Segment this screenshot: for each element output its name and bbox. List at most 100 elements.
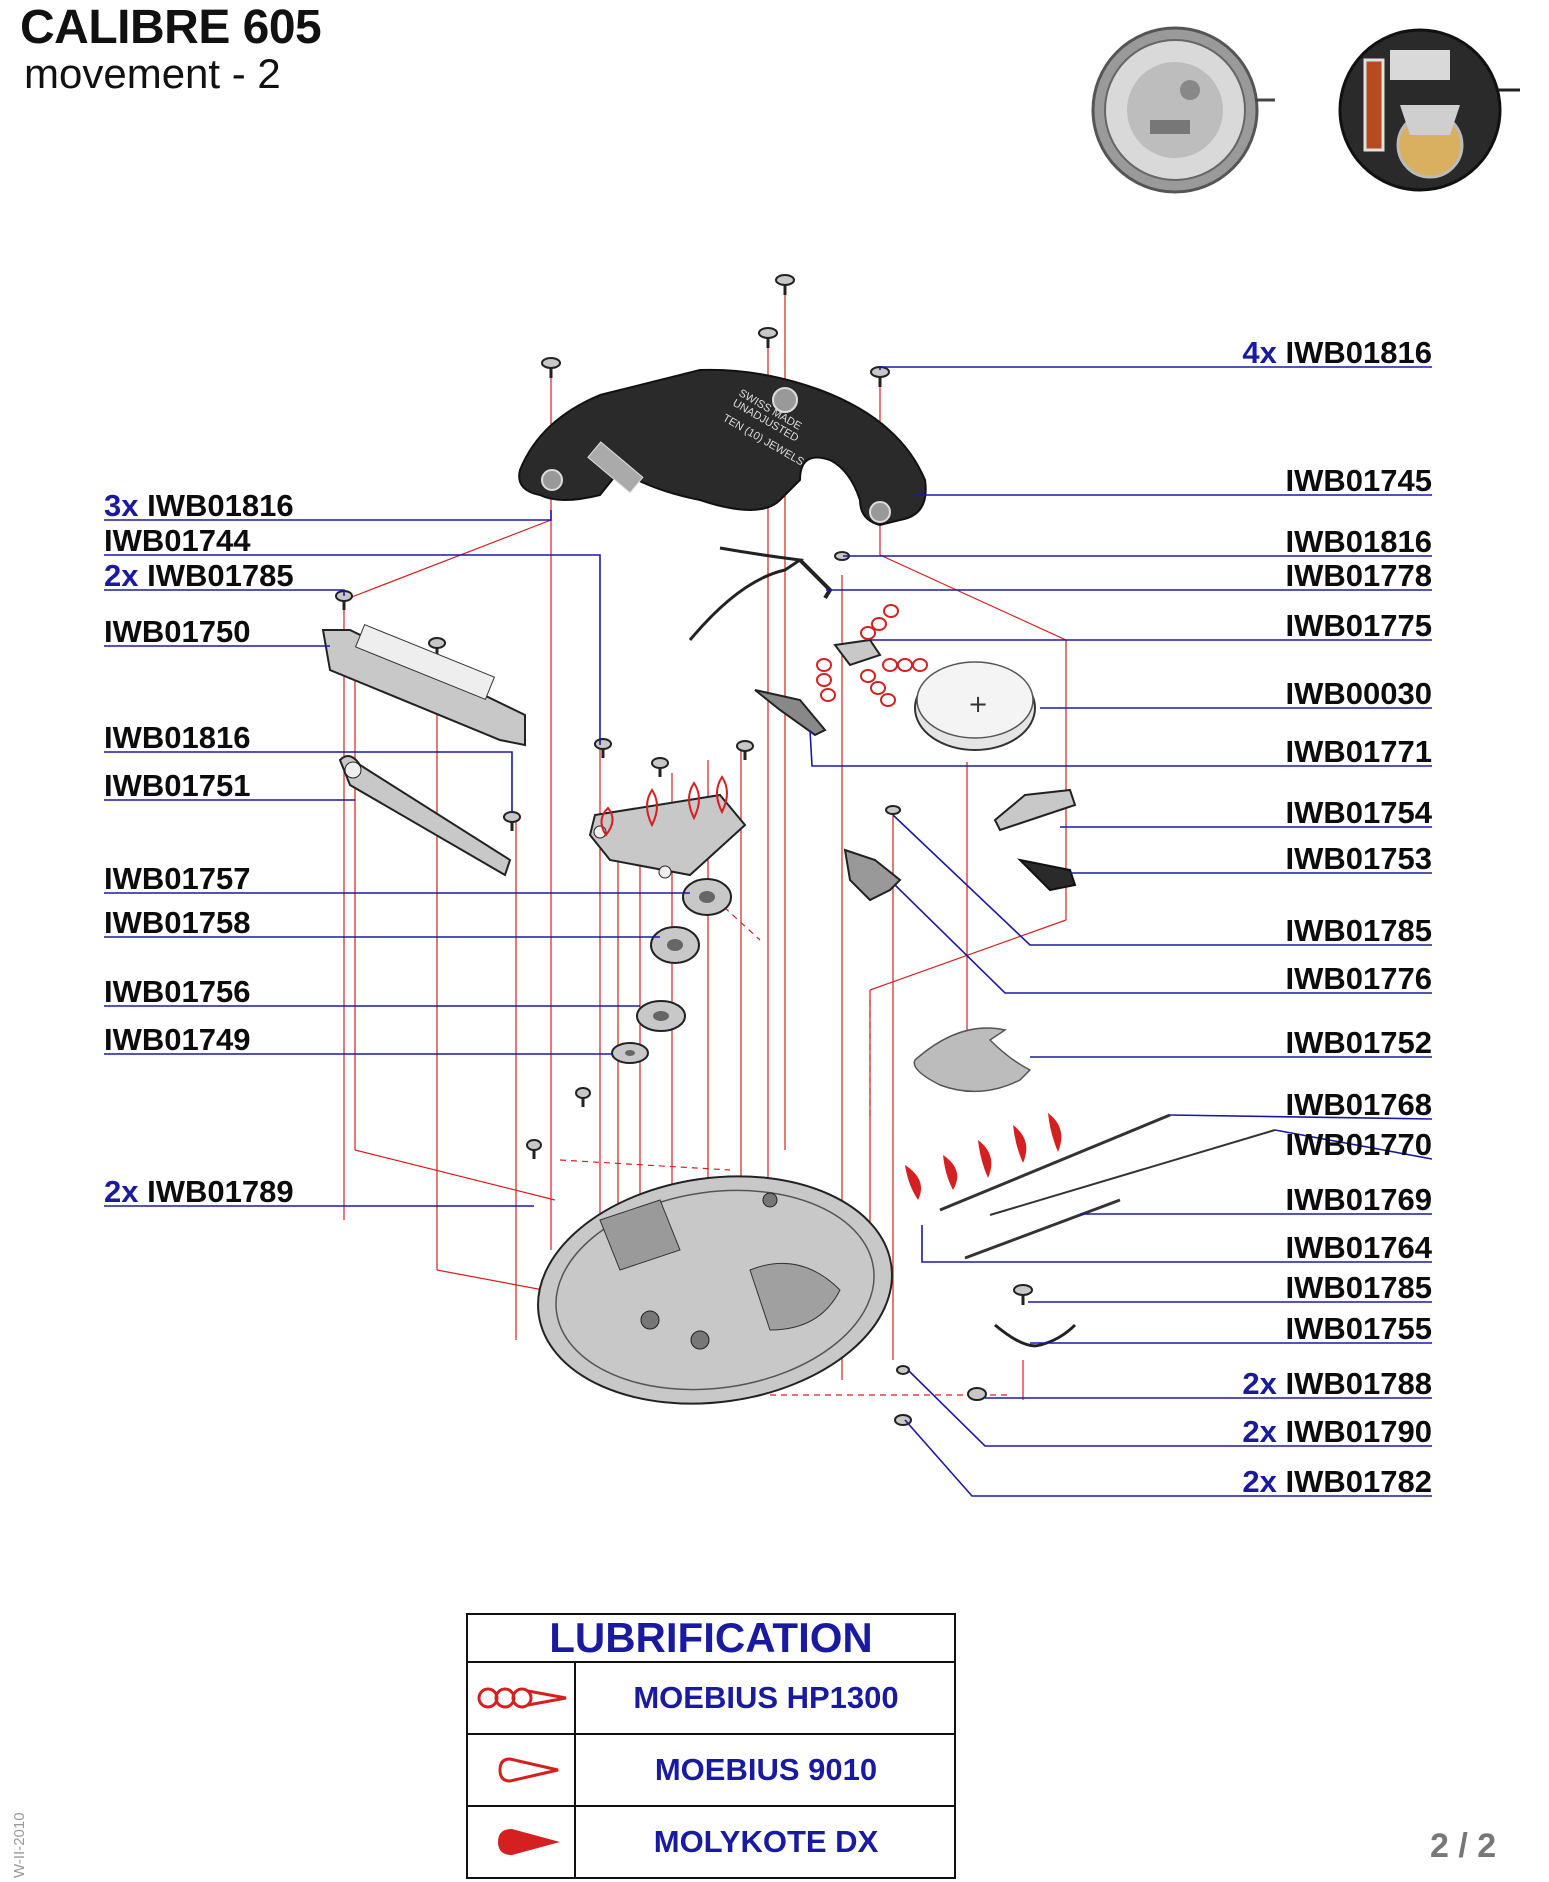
part-qty: 4x — [1242, 335, 1277, 370]
oil-drop-icon — [860, 604, 899, 640]
part-label: IWB01770 — [1286, 1127, 1432, 1162]
triple-drop-outline-icon — [477, 1687, 567, 1709]
lubrication-markers — [600, 604, 1062, 1200]
movement-photos — [1091, 26, 1520, 194]
part-label: IWB01755 — [1286, 1311, 1432, 1346]
lubrication-row: MOEBIUS HP1300 — [468, 1663, 954, 1735]
part-label: IWB01816 — [1286, 524, 1432, 559]
lubricant-name: MOEBIUS HP1300 — [633, 1680, 899, 1715]
part-label: IWB01771 — [1286, 734, 1432, 769]
lubricant-name: MOLYKOTE DX — [653, 1824, 879, 1859]
part-qty: 2x — [1242, 1464, 1277, 1499]
part-label: IWB01785 — [1286, 1270, 1432, 1305]
part-qty: 2x — [104, 558, 139, 593]
part-label: 4x IWB01816 — [1242, 335, 1432, 370]
screw-icon — [594, 738, 612, 758]
main-plate — [537, 1175, 893, 1405]
part-ref: IWB01785 — [147, 558, 293, 593]
part-qty: 3x — [104, 488, 139, 523]
part-label: IWB01778 — [1286, 558, 1432, 593]
filled-drop-icon — [498, 1829, 560, 1855]
movement-photo-back — [1338, 28, 1520, 192]
part-label: IWB01768 — [1286, 1087, 1432, 1122]
oil-drop-icon — [716, 775, 728, 815]
oil-drop-icon — [600, 806, 614, 837]
leader-lines — [104, 366, 1433, 1497]
wheels — [611, 878, 732, 1064]
oil-drop-icon — [688, 781, 700, 821]
battery-icon: + — [914, 661, 1036, 751]
screw-icon — [758, 327, 778, 348]
top-bridge: SWISS MADE UNADJUSTED TEN (10) JEWELS — [518, 368, 927, 527]
screw-icon — [775, 274, 795, 295]
part-label: IWB01776 — [1286, 961, 1432, 996]
part-label: 2x IWB01782 — [1242, 1464, 1432, 1499]
part-ref: IWB01782 — [1286, 1464, 1432, 1499]
screw-icon — [1013, 1284, 1033, 1305]
wheel-icon — [636, 1000, 686, 1032]
left-labels: 3x IWB01816 IWB01744 2x IWB01785 IWB0175… — [104, 488, 294, 1209]
lubrication-row: MOEBIUS 9010 — [468, 1735, 954, 1807]
wheel-icon — [650, 926, 700, 964]
screw-icon — [967, 1387, 987, 1401]
part-ref: IWB01816 — [147, 488, 293, 523]
lubrication-legend: LUBRIFICATION MOEBIUS HP1300 MOEBIUS 901… — [466, 1613, 956, 1879]
part-label: IWB01769 — [1286, 1182, 1432, 1217]
part-ref: IWB01788 — [1286, 1366, 1432, 1401]
part-label: IWB01775 — [1286, 608, 1432, 643]
part-label: 3x IWB01816 — [104, 488, 294, 523]
screw-icon — [885, 805, 901, 815]
screw-icon — [503, 811, 521, 831]
movement-photo-front — [1091, 26, 1275, 194]
screw-icon — [736, 740, 754, 760]
part-label: IWB01785 — [1286, 913, 1432, 948]
oil-drop-icon — [646, 788, 658, 828]
part-label: 2x IWB01788 — [1242, 1366, 1432, 1401]
part-label: IWB01750 — [104, 614, 250, 649]
part-label: IWB01758 — [104, 905, 250, 940]
oil-drop-icon — [882, 658, 928, 672]
screw-icon — [526, 1139, 542, 1159]
grease-drop-icon — [905, 1165, 922, 1200]
part-ref: IWB01789 — [147, 1174, 293, 1209]
grease-drop-icon — [1048, 1113, 1062, 1152]
lubrication-title: LUBRIFICATION — [468, 1615, 954, 1663]
grease-drop-icon — [978, 1140, 992, 1178]
part-label: IWB01753 — [1286, 841, 1432, 876]
part-label: IWB01752 — [1286, 1025, 1432, 1060]
right-parts: + — [688, 546, 1276, 1348]
left-parts — [321, 624, 747, 879]
part-label: IWB01745 — [1286, 463, 1432, 498]
part-label: IWB01749 — [104, 1022, 250, 1057]
wheel-icon — [682, 878, 732, 916]
revision-text: W-II-2010 — [11, 1812, 28, 1878]
revision-note: W-II-2010 — [11, 1812, 28, 1878]
oil-drop-icon — [860, 669, 896, 707]
part-label: IWB01816 — [104, 720, 250, 755]
part-label: 2x IWB01789 — [104, 1174, 294, 1209]
screw-icon — [541, 357, 561, 378]
svg-text:+: + — [968, 690, 988, 718]
part-ref: IWB01790 — [1286, 1414, 1432, 1449]
part-qty: 2x — [1242, 1414, 1277, 1449]
page-title: CALIBRE 605 — [20, 1, 322, 54]
screw-icon — [870, 366, 890, 387]
part-qty: 2x — [1242, 1366, 1277, 1401]
lubrication-row: MOLYKOTE DX — [468, 1807, 954, 1877]
right-labels: 4x IWB01816 IWB01745 IWB01816 IWB01778 I… — [1242, 335, 1432, 1499]
wheel-icon — [611, 1042, 649, 1064]
part-label: IWB01764 — [1286, 1230, 1433, 1265]
screw-icon — [896, 1365, 910, 1375]
page-number: 2 / 2 — [1430, 1827, 1497, 1865]
screws — [335, 274, 1033, 1426]
part-label: IWB01751 — [104, 768, 250, 803]
grease-drop-icon — [943, 1155, 958, 1190]
grease-drop-icon — [1013, 1125, 1027, 1163]
part-label: IWB01757 — [104, 861, 250, 896]
part-label: IWB01744 — [104, 523, 251, 558]
screw-icon — [575, 1087, 591, 1107]
oil-drop-icon — [816, 658, 836, 702]
part-label: 2x IWB01785 — [104, 558, 294, 593]
screw-icon — [428, 637, 446, 657]
